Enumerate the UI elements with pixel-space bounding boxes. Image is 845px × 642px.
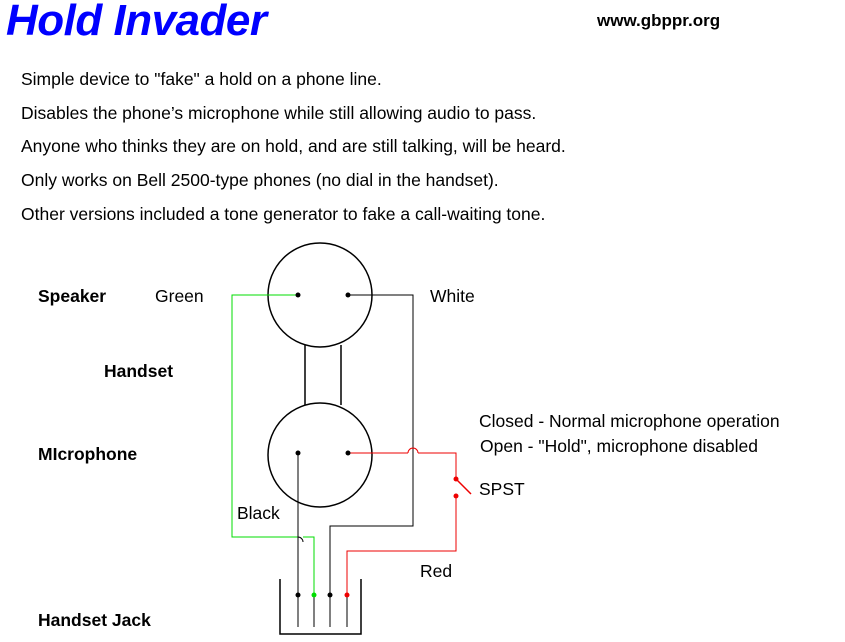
red-wire-label: Red	[420, 561, 453, 581]
switch-open-note: Open - "Hold", microphone disabled	[480, 436, 758, 456]
green-wire-lower	[303, 536, 315, 595]
description-line-1: Simple device to "fake" a hold on a phon…	[21, 69, 382, 89]
jack-terminal-green	[311, 592, 317, 598]
website-url: www.gbppr.org	[597, 11, 721, 30]
description-line-5: Other versions included a tone generator…	[21, 204, 546, 224]
description-line-4: Only works on Bell 2500-type phones (no …	[21, 170, 499, 190]
speaker-terminal-right	[345, 292, 351, 298]
description-line-2: Disables the phone’s microphone while st…	[21, 103, 537, 123]
spst-label: SPST	[479, 479, 525, 499]
red-wire-crossover	[407, 447, 419, 454]
microphone-label: MIcrophone	[38, 444, 138, 464]
switch-contact-bottom	[453, 493, 459, 499]
handset-jack-label: Handset Jack	[38, 610, 151, 630]
black-wire-crossover	[297, 536, 304, 543]
speaker-terminal-left	[295, 292, 301, 298]
red-wire-to-jack	[346, 496, 457, 595]
handset-jack-body	[279, 579, 362, 635]
white-wire	[329, 294, 414, 595]
green-wire-label: Green	[155, 286, 204, 306]
switch-contact-top	[453, 476, 459, 482]
mic-terminal-left	[295, 450, 301, 456]
jack-terminal-black	[295, 592, 301, 598]
jack-terminal-red	[344, 592, 350, 598]
page-title: Hold Invader	[6, 0, 267, 45]
black-wire-label: Black	[237, 503, 280, 523]
red-wire-to-switch	[418, 452, 457, 479]
speaker-label: Speaker	[38, 286, 107, 306]
jack-terminal-white	[327, 592, 333, 598]
spst-switch-arm	[455, 478, 472, 495]
green-wire-upper	[231, 294, 298, 538]
description-line-3: Anyone who thinks they are on hold, and …	[21, 136, 566, 156]
handset-label: Handset	[104, 361, 174, 381]
white-wire-label: White	[430, 286, 475, 306]
microphone-circle	[267, 402, 373, 508]
switch-closed-note: Closed - Normal microphone operation	[479, 411, 780, 431]
mic-terminal-right	[345, 450, 351, 456]
